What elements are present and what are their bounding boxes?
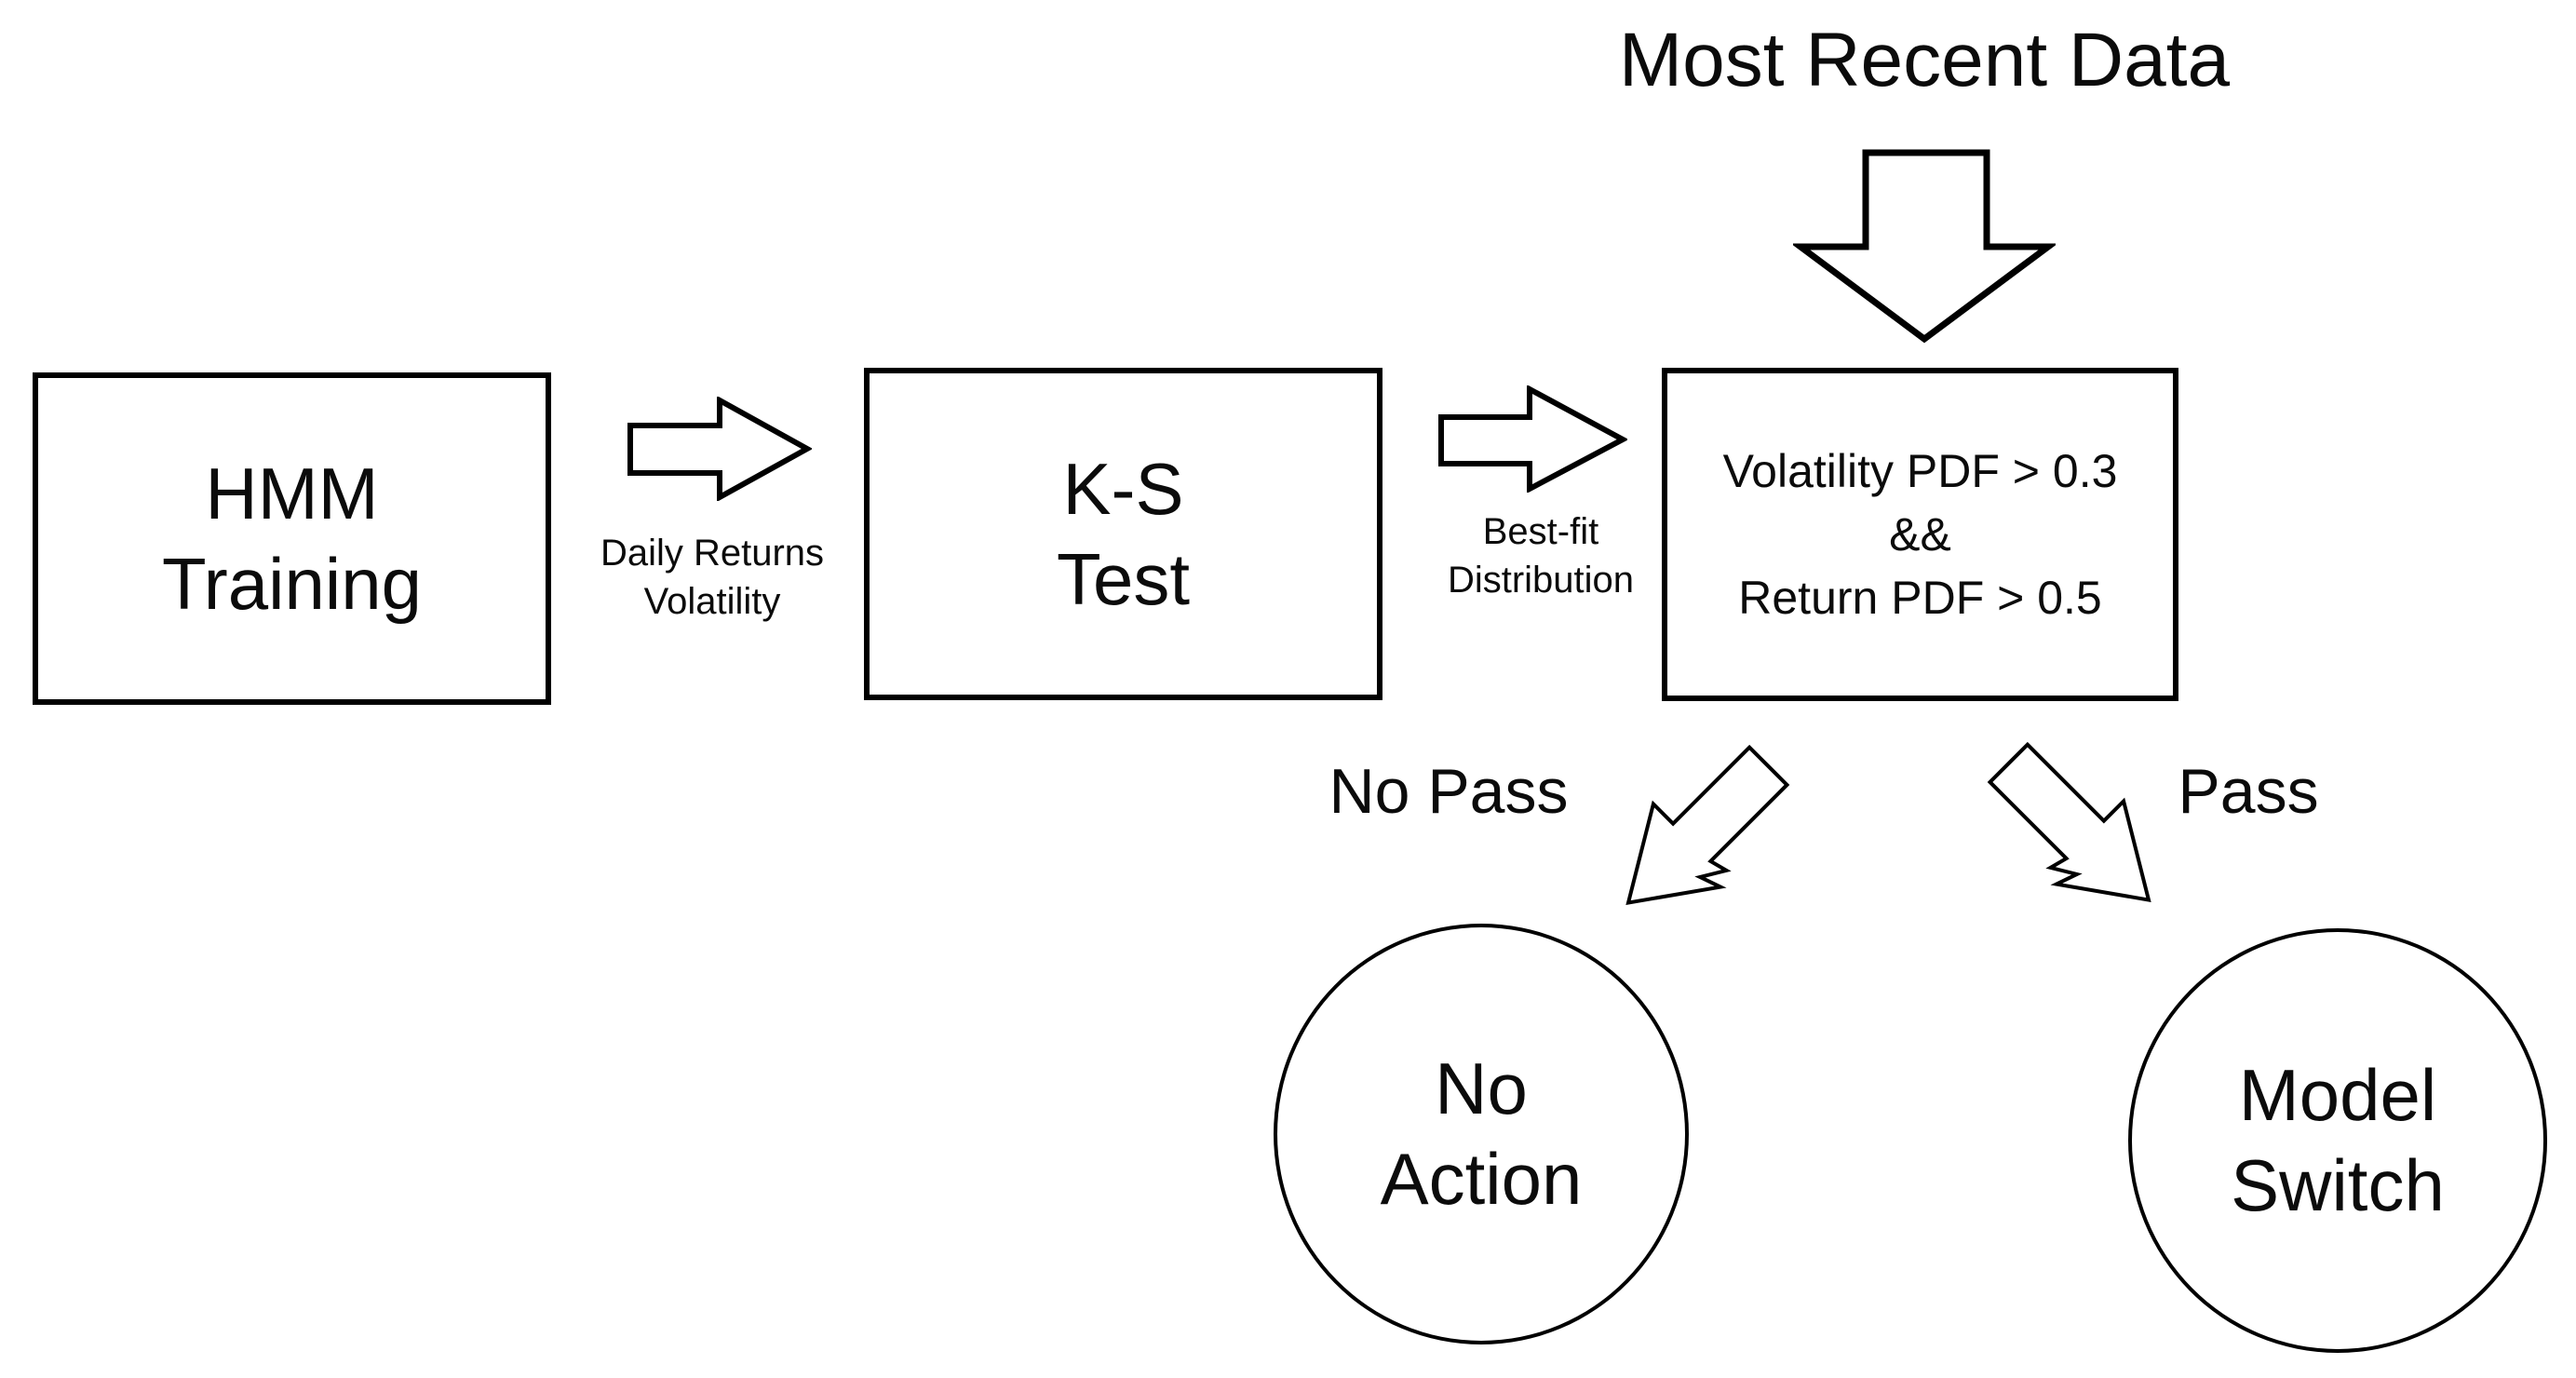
node-condition-line-2: && xyxy=(1889,508,1951,561)
most-recent-data-arrow-down-icon xyxy=(1793,149,2056,344)
branch-label-pass: Pass xyxy=(2178,756,2319,827)
most-recent-data-title: Most Recent Data xyxy=(1618,18,2231,102)
daily-returns-arrow-right-icon xyxy=(627,397,812,501)
node-condition-line-1: Volatility PDF > 0.3 xyxy=(1722,445,2118,497)
terminal-no-action: No Action xyxy=(1274,924,1689,1344)
node-ks-test: K-S Test xyxy=(864,368,1382,700)
node-ks-test-line-2: Test xyxy=(1056,537,1191,620)
edge-label-daily-returns-line: Daily Returns xyxy=(600,533,825,574)
terminal-model-switch: Model Switch xyxy=(2128,928,2547,1353)
terminal-model-switch-line-1: Model xyxy=(2238,1054,2437,1137)
pass-arrow-down-right-icon xyxy=(1987,741,2151,903)
node-ks-test-line-1: K-S xyxy=(1062,447,1184,530)
node-hmm-training-line-1: HMM xyxy=(205,452,379,534)
edge-label-best-fit-line: Best-fit xyxy=(1482,511,1599,552)
terminal-model-switch-line-2: Switch xyxy=(2231,1144,2445,1226)
node-condition-line-3: Return PDF > 0.5 xyxy=(1738,572,2102,624)
branch-label-no-pass: No Pass xyxy=(1328,756,1569,827)
terminal-no-action-line-1: No xyxy=(1435,1047,1528,1130)
edge-label-volatility-line: Volatility xyxy=(643,581,781,622)
best-fit-arrow-right-icon xyxy=(1438,385,1627,493)
node-condition: Volatility PDF > 0.3 && Return PDF > 0.5 xyxy=(1662,368,2178,701)
node-hmm-training: HMM Training xyxy=(33,372,551,705)
edge-label-distribution-line: Distribution xyxy=(1447,560,1635,601)
no-pass-arrow-down-left-icon xyxy=(1625,744,1790,906)
node-hmm-training-line-2: Training xyxy=(162,542,422,625)
terminal-no-action-line-2: Action xyxy=(1380,1138,1583,1220)
edge-label-best-fit-distribution: Best-fit Distribution xyxy=(1355,507,1727,604)
edge-label-daily-returns-volatility: Daily Returns Volatility xyxy=(526,529,898,626)
